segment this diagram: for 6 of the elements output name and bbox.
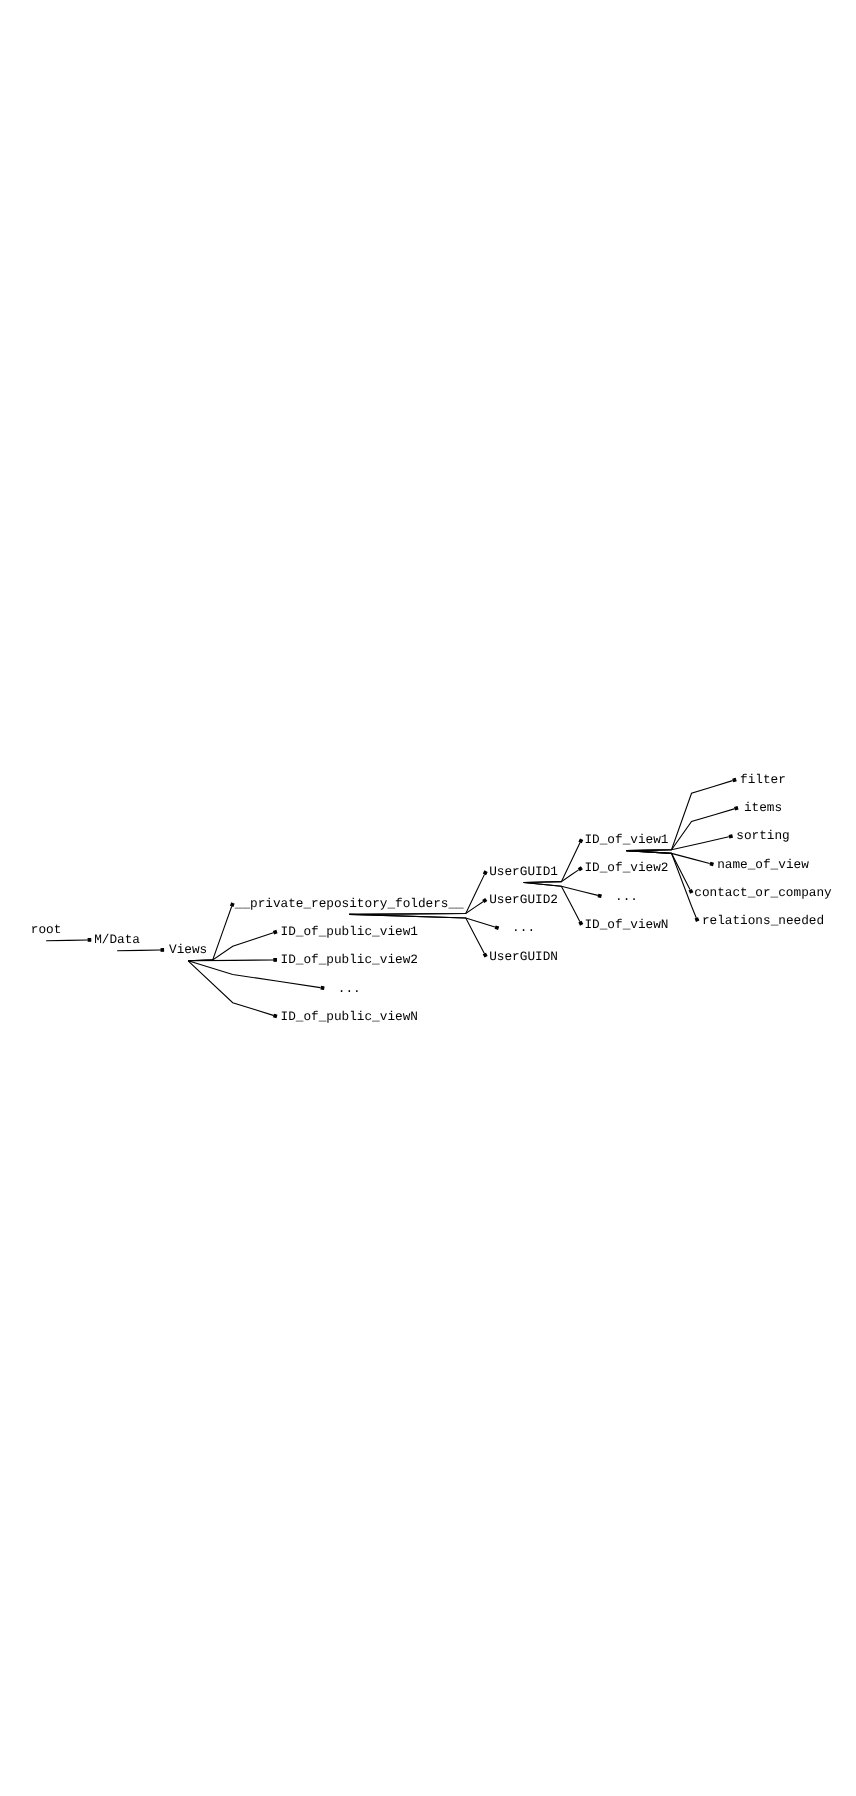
connector [187,958,277,962]
connector [187,929,278,962]
connector [187,960,278,1019]
connector [116,948,165,952]
connector [348,913,488,958]
connector [523,881,584,926]
